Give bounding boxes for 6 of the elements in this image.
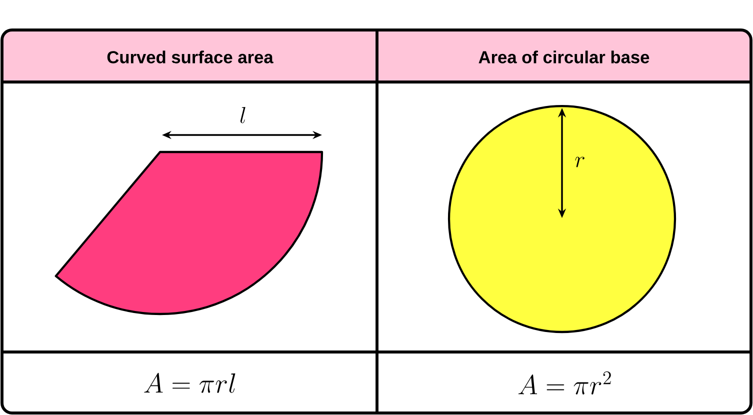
column-header: Area of circular base xyxy=(478,50,650,64)
formula: $A = \pi r^2$ xyxy=(518,371,611,394)
dimension-label: $l$ xyxy=(240,107,246,124)
dimension-label: $r$ xyxy=(575,156,584,168)
column-header: Curved surface area xyxy=(107,50,274,64)
formula: $A = \pi rl$ xyxy=(144,372,236,393)
